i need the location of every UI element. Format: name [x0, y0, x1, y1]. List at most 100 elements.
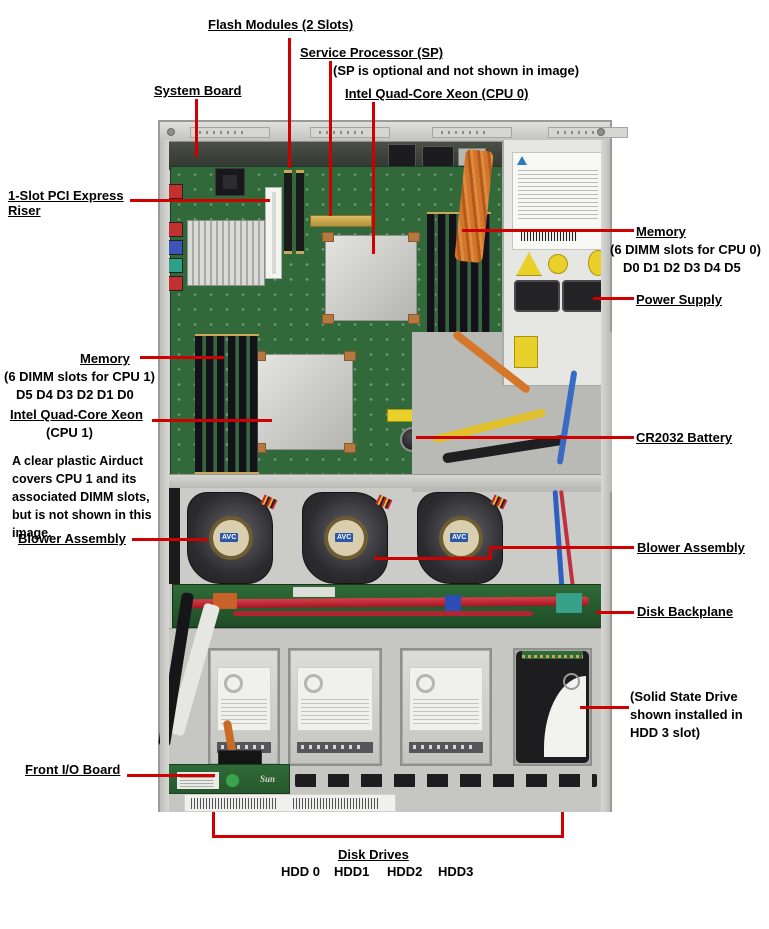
- label-memory-right: Memory: [636, 224, 686, 239]
- flash-module-slot: [284, 170, 292, 254]
- hdd-logo-ring: [224, 674, 243, 693]
- label-hdd2: HDD2: [387, 864, 423, 879]
- hdd-label: [409, 667, 483, 731]
- label-blower-left: Blower Assembly: [18, 531, 126, 546]
- label-cpu1-sub: (CPU 1): [46, 425, 93, 440]
- drive-bay-hdd1: [288, 648, 382, 766]
- fan-label: AVC: [324, 516, 368, 560]
- service-processor-connector: [310, 215, 372, 227]
- chassis-top-bezel: [160, 122, 628, 142]
- label-memory-left: Memory: [80, 351, 130, 366]
- blower-fan-2: AVC: [302, 492, 393, 584]
- psu-label-text-lines: [518, 167, 598, 219]
- screw: [597, 128, 605, 136]
- callout-line-disk-backplane: [596, 611, 634, 614]
- callout-line-system-board: [195, 99, 198, 157]
- heatsink-screw-tab: [322, 314, 334, 324]
- label-power-supply: Power Supply: [636, 292, 722, 307]
- fan-label: AVC: [209, 516, 253, 560]
- drive-bay-hdd0: [208, 648, 280, 766]
- backplane-connector-blue: [445, 595, 461, 611]
- disk-drives-bracket-bottom: [212, 835, 564, 838]
- label-disk-backplane: Disk Backplane: [637, 604, 734, 619]
- cpu0-heatsink: [322, 232, 420, 324]
- hdd-barcode-strip: [297, 742, 373, 753]
- rear-port: [388, 144, 416, 168]
- rear-port: [422, 146, 454, 168]
- chassis-crossbar: [160, 474, 610, 488]
- disk-drives-bracket-left: [212, 812, 215, 838]
- heatsink-screw-tab: [408, 232, 420, 242]
- ssd-pcb-edge: [522, 651, 583, 659]
- label-sp-note: (SP is optional and not shown in image): [333, 63, 580, 78]
- warning-triangle-sticker: [516, 252, 542, 276]
- front-io-board-pcb: Sun: [164, 764, 290, 794]
- barcode-label: [191, 798, 277, 809]
- label-memory-left-slots: (6 DIMM slots for CPU 1): [4, 369, 155, 384]
- psu-barcode: [521, 231, 577, 241]
- hdd1: [291, 651, 379, 763]
- label-cpu1: Intel Quad-Core Xeon: [10, 407, 143, 422]
- callout-line-service-processor: [329, 61, 332, 216]
- delta-logo: [517, 156, 527, 165]
- chipset-heatsink: [187, 220, 265, 286]
- cpu1-heatsink: [254, 351, 356, 453]
- hdd0: [211, 651, 277, 763]
- io-board-green-sticker: [225, 773, 240, 788]
- label-cpu0: Intel Quad-Core Xeon (CPU 0): [345, 86, 529, 101]
- bezel-label-tab: [432, 127, 512, 138]
- callout-line-front-io: [127, 774, 215, 777]
- label-front-io: Front I/O Board: [25, 762, 121, 777]
- callout-line-flash-modules: [288, 38, 291, 168]
- label-hdd3: HDD3: [438, 864, 474, 879]
- label-memory-right-dimms: D0 D1 D2 D3 D4 D5: [623, 260, 741, 275]
- callout-line-blower-right: [489, 546, 492, 560]
- disk-drives-bracket-right: [561, 812, 564, 838]
- chassis-left-wall: [160, 140, 169, 812]
- server-chassis-photo: AVC AVC AVC: [157, 120, 628, 812]
- blower-fan-1: AVC: [187, 492, 278, 584]
- label-blower-right: Blower Assembly: [637, 540, 745, 555]
- heatsink-screw-tab: [344, 443, 356, 453]
- psu-vent: [514, 280, 560, 312]
- backplane-red-cable: [188, 596, 590, 609]
- ssd-label: [543, 676, 586, 757]
- avc-logo: AVC: [220, 533, 239, 542]
- psu-spec-label: [512, 152, 606, 250]
- fan-wires: [260, 494, 278, 510]
- chassis-right-wall: [601, 140, 610, 812]
- hdd-label-text-lines: [413, 696, 479, 726]
- heatsink-screw-tab: [408, 314, 420, 324]
- power-supply-unit: [502, 140, 610, 386]
- controller-chip: [215, 168, 245, 196]
- front-label-strip: [184, 794, 396, 812]
- label-service-processor: Service Processor (SP): [300, 45, 444, 60]
- hdd-logo-ring: [416, 674, 435, 693]
- warning-sticker: [387, 409, 413, 422]
- avc-logo: AVC: [450, 533, 469, 542]
- bezel-label-tab: [548, 127, 628, 138]
- dimm-bank-cpu1: [195, 334, 259, 474]
- label-flash-modules: Flash Modules (2 Slots): [208, 17, 354, 32]
- callout-line-memory-left: [140, 356, 224, 359]
- front-vent-slots: [295, 774, 597, 787]
- label-hdd0: HDD 0: [281, 864, 321, 879]
- callout-line-blower-left: [132, 538, 208, 541]
- backplane-connector-orange: [213, 593, 237, 609]
- label-memory-left-dimms: D5 D4 D3 D2 D1 D0: [16, 387, 134, 402]
- callout-line-blower-right: [489, 546, 634, 549]
- riser-slot-key: [272, 192, 276, 274]
- callout-line-cpu0: [372, 102, 375, 254]
- callout-line-ssd: [580, 706, 629, 709]
- blower-fan-3: AVC: [417, 492, 508, 584]
- disk-backplane-board: [172, 584, 602, 628]
- note-airduct: A clear plastic Airduct covers CPU 1 and…: [12, 454, 152, 540]
- hdd-label-text-lines: [301, 696, 369, 726]
- callout-line-cpu1: [152, 419, 272, 422]
- callout-line-blower-right: [374, 557, 492, 560]
- hdd2: [403, 651, 489, 763]
- bezel-label-tab: [310, 127, 390, 138]
- callout-line-memory-right: [462, 229, 634, 232]
- heatsink-screw-tab: [322, 232, 334, 242]
